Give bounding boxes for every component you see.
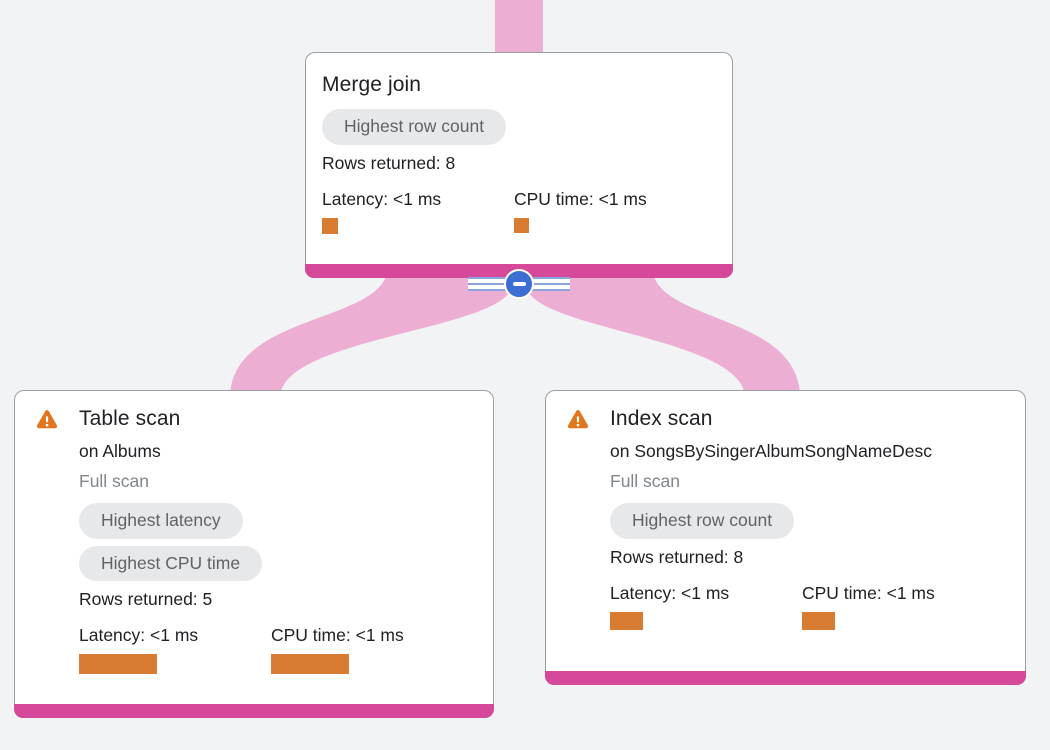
node-table-scan[interactable]: Table scan on Albums Full scan Highest l… [14, 390, 494, 718]
node-target: on SongsBySingerAlbumSongNameDesc [610, 441, 932, 461]
badge-highest-latency: Highest latency [79, 503, 243, 539]
accent-bar [545, 671, 1026, 685]
node-merge-join[interactable]: Merge join Highest row count Rows return… [305, 52, 733, 278]
collapse-children-button[interactable] [504, 269, 534, 299]
metrics-row: Latency: <1 ms CPU time: <1 ms [610, 583, 1005, 630]
node-body: Table scan on Albums Full scan Highest l… [15, 391, 493, 674]
latency-label: Latency: <1 ms [322, 188, 442, 209]
latency-label: Latency: <1 ms [79, 625, 199, 645]
minus-icon [512, 282, 526, 286]
latency-bar [322, 217, 338, 234]
cpu-bar [802, 611, 835, 630]
latency-bar [610, 611, 643, 630]
latency-bar [79, 654, 157, 674]
node-title: Merge join [322, 73, 422, 96]
cpu-label: CPU time: <1 ms [271, 625, 404, 645]
node-content: Table scan on Albums Full scan Highest l… [79, 405, 473, 674]
cpu-metric: CPU time: <1 ms [271, 625, 463, 674]
node-index-scan[interactable]: Index scan on SongsBySingerAlbumSongName… [545, 390, 1026, 685]
cpu-metric: CPU time: <1 ms [514, 189, 706, 234]
badge-highest-row-count: Highest row count [322, 109, 507, 145]
node-title: Table scan [79, 407, 181, 430]
edge-parent-incoming [495, 0, 543, 58]
metrics-row: Latency: <1 ms CPU time: <1 ms [79, 625, 473, 674]
badge-highest-cpu-time: Highest CPU time [79, 545, 263, 581]
latency-metric: Latency: <1 ms [322, 189, 514, 234]
node-body: Merge join Highest row count Rows return… [306, 53, 732, 234]
latency-metric: Latency: <1 ms [79, 625, 271, 674]
cpu-bar [271, 654, 349, 674]
accent-bar [14, 704, 494, 718]
cpu-bar [514, 217, 529, 233]
node-body: Index scan on SongsBySingerAlbumSongName… [546, 391, 1025, 630]
node-title: Index scan [610, 407, 713, 430]
node-target: on Albums [79, 441, 161, 461]
cpu-label: CPU time: <1 ms [514, 188, 647, 209]
latency-label: Latency: <1 ms [610, 582, 730, 603]
rows-returned: Rows returned: 5 [79, 589, 213, 609]
latency-metric: Latency: <1 ms [610, 583, 802, 630]
node-content: Index scan on SongsBySingerAlbumSongName… [610, 405, 1005, 630]
warning-icon [35, 405, 79, 674]
badge-highest-row-count: Highest row count [610, 503, 795, 539]
scan-type: Full scan [610, 471, 681, 491]
edge-to-index-scan [526, 266, 800, 398]
rows-returned: Rows returned: 8 [610, 546, 744, 567]
cpu-label: CPU time: <1 ms [802, 582, 935, 603]
cpu-metric: CPU time: <1 ms [802, 583, 994, 630]
rows-returned: Rows returned: 8 [322, 152, 456, 173]
warning-icon [566, 405, 610, 630]
edge-to-table-scan [230, 266, 512, 398]
metrics-row: Latency: <1 ms CPU time: <1 ms [322, 189, 712, 234]
scan-type: Full scan [79, 471, 150, 491]
